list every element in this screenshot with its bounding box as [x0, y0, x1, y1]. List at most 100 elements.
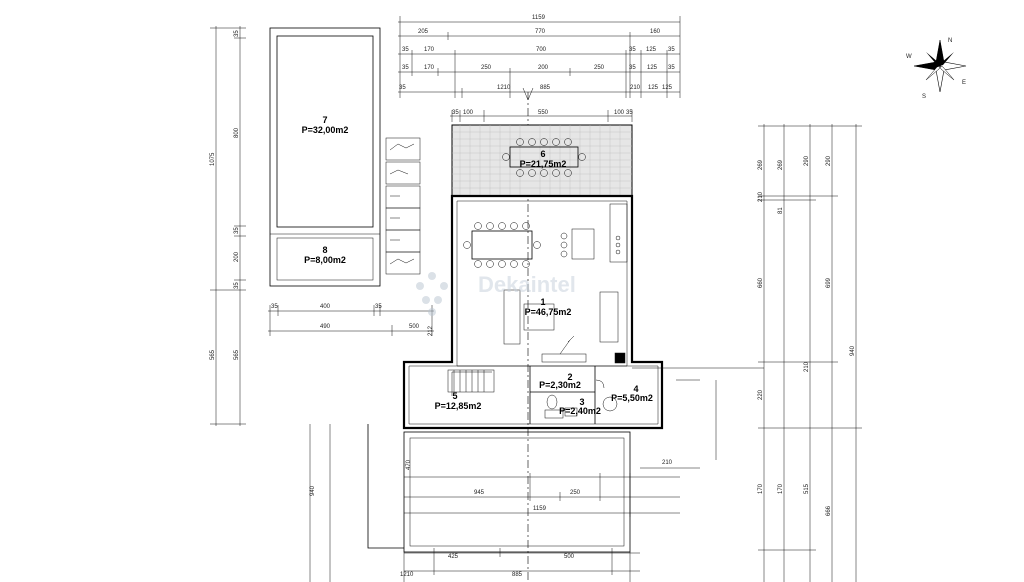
kitchen-island	[571, 228, 595, 260]
dim-right-9: 220	[758, 389, 764, 400]
compass-south-label: S	[922, 94, 926, 100]
dim-top-3: 160	[650, 29, 661, 35]
sun-loungers	[385, 137, 421, 275]
dim-pool-0: 35	[271, 304, 278, 310]
dim-terrace-1: 100	[463, 110, 474, 116]
room-4-area: P=5,50m2	[611, 393, 653, 403]
room-3-number: 3	[579, 397, 584, 407]
kitchen-counter	[609, 203, 628, 263]
pool-basin	[276, 35, 374, 228]
dim-bottom-0: 945	[474, 490, 485, 496]
dim-top-21: 210	[630, 85, 641, 91]
terrace	[451, 124, 633, 197]
compass-east-label: E	[962, 80, 966, 86]
dim-right-13: 666	[826, 505, 832, 516]
room-8-area: P=8,00m2	[304, 255, 346, 265]
dim-top-13: 200	[538, 65, 549, 71]
room-1-area: P=46,75m2	[525, 307, 572, 317]
dim-left-5: 1075	[210, 152, 216, 166]
room-7-number: 7	[322, 115, 327, 125]
dim-top-1: 205	[418, 29, 429, 35]
dim-terrace-0: 35	[452, 110, 459, 116]
dim-left-2: 35	[234, 227, 240, 234]
room-7-area: P=32,00m2	[302, 125, 349, 135]
dim-right-4: 81	[778, 207, 784, 214]
dim-terrace-3: 100	[614, 110, 625, 116]
dim-top-17: 35	[668, 65, 675, 71]
dim-pool-5: 212	[428, 325, 434, 336]
right-vertical-dimensions: 269 269 290 290 81 210 660 699 940 220 2…	[632, 124, 862, 582]
dim-top-20: 885	[540, 85, 551, 91]
room-2-number: 2	[567, 372, 572, 382]
dim-pool-2: 35	[375, 304, 382, 310]
dim-bottom-1: 250	[570, 490, 581, 496]
dim-right-1: 269	[778, 159, 784, 170]
dim-top-15: 35	[629, 65, 636, 71]
dim-right-5: 210	[758, 191, 764, 202]
dim-top-16: 125	[647, 65, 658, 71]
dim-top-11: 170	[424, 65, 435, 71]
dim-bottom-6: 885	[512, 572, 523, 578]
room-6-number: 6	[540, 149, 545, 159]
dim-top-8: 125	[646, 47, 657, 53]
watermark-text: Dekaintel	[478, 272, 576, 297]
dim-top-2: 770	[535, 29, 546, 35]
dim-left-0: 35	[234, 30, 240, 37]
room-1-number: 1	[540, 297, 545, 307]
room-4-number: 4	[633, 384, 638, 394]
room-5-number: 5	[452, 391, 457, 401]
outdoor-dining-table	[509, 146, 579, 168]
room-8-number: 8	[322, 245, 327, 255]
room-5-area: P=12,85m2	[435, 401, 482, 411]
dim-top-18: 125	[648, 85, 659, 91]
dim-right-0: 269	[758, 159, 764, 170]
dim-bottom-5: 1210	[400, 572, 414, 578]
dim-bottom-9: 210	[662, 460, 673, 466]
left-vertical-dimensions: 35 800 35 200 35 1075 565 565	[210, 26, 246, 426]
dim-left-7: 565	[234, 349, 240, 360]
staircase	[447, 369, 495, 396]
dim-top-9: 35	[668, 47, 675, 53]
bathroom-fixtures	[544, 379, 618, 419]
dim-right-8: 940	[850, 345, 856, 356]
watermark-logo	[416, 272, 448, 316]
washing-machine	[602, 396, 618, 412]
room-6-area: P=21,75m2	[520, 159, 567, 169]
dim-top-7: 35	[629, 47, 636, 53]
dim-left-6: 565	[210, 349, 216, 360]
dim-top-12: 250	[481, 65, 492, 71]
dim-terrace-4: 35	[626, 110, 633, 116]
dim-top-4: 35	[402, 47, 409, 53]
dim-top-22: 125	[662, 85, 673, 91]
dining-table	[471, 230, 533, 260]
sofa-left	[503, 289, 521, 345]
dim-left-1: 800	[234, 127, 240, 138]
dim-right-6: 660	[758, 277, 764, 288]
dim-right-12: 515	[804, 483, 810, 494]
room-3-area: P=2,40m2	[559, 406, 601, 416]
dim-bottom-10: 170	[758, 483, 764, 494]
pool	[269, 27, 381, 287]
dim-terrace-2: 550	[538, 110, 549, 116]
sofa-right	[599, 291, 619, 343]
dim-top-5: 170	[424, 47, 435, 53]
compass-icon	[913, 39, 967, 93]
axis-arrow	[522, 87, 534, 101]
dim-right-3: 290	[826, 155, 832, 166]
dim-right-7: 699	[826, 277, 832, 288]
dim-right-10: 210	[804, 361, 810, 372]
dim-bottom-8: 470	[406, 459, 412, 470]
dim-top-23: 35	[399, 85, 406, 91]
dim-right-2: 290	[804, 155, 810, 166]
lower-footprint	[367, 424, 631, 582]
dim-bottom-7: 940	[310, 485, 316, 496]
dim-left-4: 35	[234, 282, 240, 289]
dim-pool-3: 490	[320, 324, 331, 330]
bottom-dimension-chains: 945 250 1159 425 500 1210 885 940 470 21…	[309, 424, 764, 582]
dim-total-top: 1159	[532, 15, 546, 21]
pool-width-dimensions: 35 400 35 490 500 212	[268, 304, 434, 336]
pool-shallow-area	[276, 237, 374, 281]
dim-bottom-3: 425	[448, 554, 459, 560]
dim-top-6: 700	[536, 47, 547, 53]
living-furniture	[463, 203, 628, 364]
